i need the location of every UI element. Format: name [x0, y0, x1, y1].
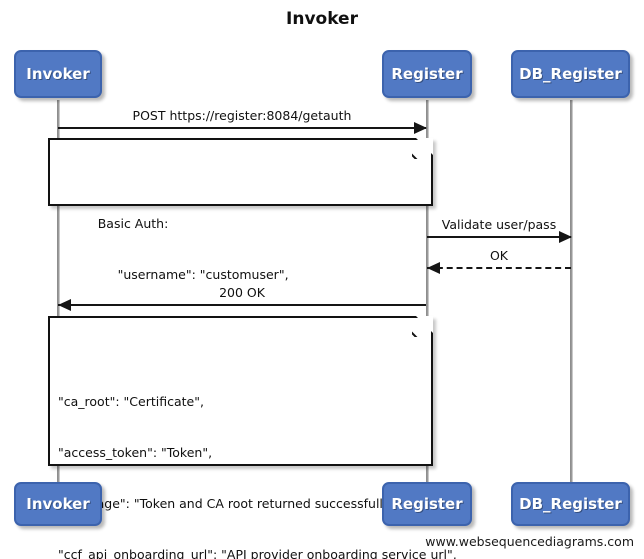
note-line: "access_token": "Token", — [58, 445, 213, 460]
actor-label: Invoker — [26, 495, 90, 513]
note-line: "ca_root": "Certificate", — [58, 394, 204, 409]
note-line: "message": "Token and CA root returned s… — [58, 496, 401, 511]
message-label-post-getauth: POST https://register:8084/getauth — [132, 108, 352, 123]
actor-label: DB_Register — [519, 65, 622, 83]
actor-label: Register — [391, 65, 463, 83]
arrow-head-ok — [427, 262, 440, 274]
arrow-head-post-getauth — [414, 122, 427, 134]
footer-watermark: www.websequencediagrams.com — [425, 534, 634, 549]
note-basic-auth: Basic Auth: "username": "customuser", "p… — [48, 137, 434, 333]
message-line-200-ok — [58, 304, 426, 306]
lifeline-invoker — [57, 100, 60, 482]
actor-label: Register — [391, 495, 463, 513]
lifeline-register — [426, 100, 429, 482]
page-title: Invoker — [286, 9, 358, 29]
lifeline-db-register — [570, 100, 573, 482]
actor-label: DB_Register — [519, 495, 622, 513]
note-fold-line-icon — [412, 137, 434, 159]
message-label-validate-user-pass: Validate user/pass — [441, 217, 557, 232]
note-response-body: "ca_root": "Certificate", "access_token"… — [48, 315, 457, 559]
actor-register-bottom[interactable]: Register — [382, 482, 472, 526]
actor-invoker-bottom[interactable]: Invoker — [14, 482, 102, 526]
message-line-post-getauth — [58, 127, 426, 129]
note-fold-line-icon — [412, 315, 434, 337]
note-line: "username": "customuser", — [58, 267, 289, 282]
message-label-200-ok: 200 OK — [219, 285, 265, 300]
actor-db-register-top[interactable]: DB_Register — [511, 50, 630, 98]
actor-db-register-bottom[interactable]: DB_Register — [511, 482, 630, 526]
message-label-ok: OK — [489, 248, 509, 263]
note-line: Basic Auth: — [58, 216, 169, 231]
arrow-head-200-ok — [58, 299, 71, 311]
actor-invoker-top[interactable]: Invoker — [14, 50, 102, 98]
message-line-ok — [427, 267, 571, 269]
actor-register-top[interactable]: Register — [382, 50, 472, 98]
arrow-head-validate-user-pass — [559, 231, 572, 243]
actor-label: Invoker — [26, 65, 90, 83]
note-line: "ccf_api_onboarding_url": "API provider … — [58, 547, 457, 559]
message-line-validate-user-pass — [427, 236, 571, 238]
